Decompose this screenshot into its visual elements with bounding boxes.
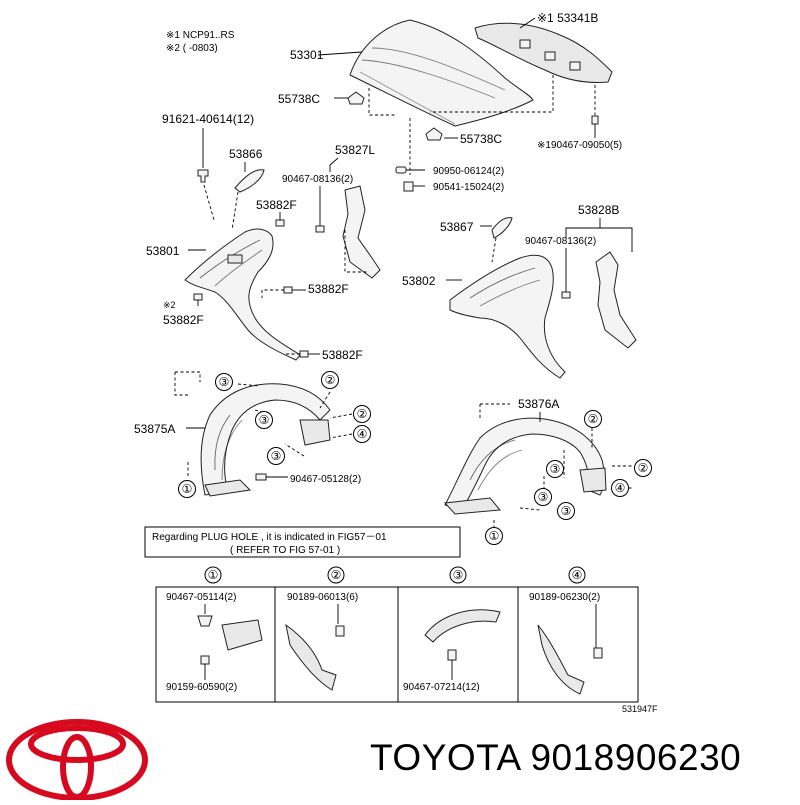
svg-text:②: ② <box>357 407 368 421</box>
label-90950: 90950-06124(2) <box>433 166 504 177</box>
note-mark-2: ※2 <box>163 300 176 310</box>
label-clip-55738c-right: 55738C <box>460 132 502 146</box>
label-53801: 53801 <box>146 244 180 258</box>
svg-text:②: ② <box>638 461 649 475</box>
liner-53876a-shape <box>443 417 607 515</box>
label-clip-55738c-left: 55738C <box>278 92 320 106</box>
detail-header-3: ③ <box>449 566 467 584</box>
callout-circle-2-a: ② <box>321 371 339 389</box>
label-53827l: 53827L <box>335 143 375 157</box>
insulator-clip-shape <box>591 115 599 125</box>
svg-text:②: ② <box>331 568 342 582</box>
part-53867-shape <box>491 217 513 239</box>
label-insulator-clip: ※190467-09050(5) <box>537 140 622 151</box>
svg-text:③: ③ <box>538 490 549 504</box>
label-hood-insulator: ※1 53341B <box>537 11 598 25</box>
clip-55738c-right-shape <box>425 127 443 141</box>
label-53882f-c: 53882F <box>163 313 204 327</box>
label-clip-05128: 90467-05128(2) <box>290 474 361 485</box>
figure-code: 531947F <box>622 704 658 714</box>
svg-text:①: ① <box>208 568 219 582</box>
label-53866: 53866 <box>229 147 263 161</box>
label-53876a: 53876A <box>518 397 559 411</box>
plug-note-line1: Regarding PLUG HOLE , it is indicated in… <box>152 532 387 543</box>
label-clip-08136-l: 90467-08136(2) <box>282 174 353 185</box>
label-53867: 53867 <box>440 220 474 234</box>
label-53882f-b: 53882F <box>308 282 349 296</box>
callout-circle-3-f: ③ <box>557 502 575 520</box>
detail-header-4: ④ <box>568 566 586 584</box>
callout-circle-2-d: ② <box>634 459 652 477</box>
label-53882f-a: 53882F <box>256 198 297 212</box>
callout-circle-4-a: ④ <box>353 425 371 443</box>
svg-text:①: ① <box>182 482 193 496</box>
svg-text:④: ④ <box>357 427 368 441</box>
label-bolt-91621: 91621-40614(12) <box>162 112 254 126</box>
plug-hole-note: Regarding PLUG HOLE , it is indicated in… <box>144 526 461 558</box>
fender-53802-shape <box>449 254 566 379</box>
callout-circle-3-e: ③ <box>534 488 552 506</box>
svg-text:③: ③ <box>219 375 230 389</box>
note-ncp91: ※1 NCP91..RS <box>166 30 235 41</box>
plug-note-line2: ( REFER TO FIG 57-01 ) <box>230 545 340 556</box>
svg-text:①: ① <box>489 529 500 543</box>
svg-text:②: ② <box>588 412 599 426</box>
label-clip-08136-r: 90467-08136(2) <box>525 236 596 247</box>
callout-circle-4-b: ④ <box>611 479 629 497</box>
detail-header-2: ② <box>327 566 345 584</box>
clip-53882f-a-shape <box>275 219 285 227</box>
label-hood: 53301 <box>290 48 324 62</box>
clip-08136-l-shape <box>315 225 325 233</box>
liner-53875a-shape <box>200 383 331 497</box>
svg-text:③: ③ <box>259 413 270 427</box>
svg-text:③: ③ <box>561 504 572 518</box>
svg-text:④: ④ <box>572 568 583 582</box>
bracket-53828b-shape <box>595 251 637 349</box>
fender-53801-shape <box>184 228 301 361</box>
brand-part-number: TOYOTA 9018906230 <box>370 737 742 778</box>
svg-text:②: ② <box>325 373 336 387</box>
label-53802: 53802 <box>402 274 436 288</box>
callout-circle-3-d: ③ <box>546 460 564 478</box>
bolt-91621-shape <box>197 169 209 183</box>
detail-header-1: ① <box>204 566 222 584</box>
svg-text:③: ③ <box>271 449 282 463</box>
detail-table: ① ② ③ ④ 90467-05114(2) 90159-60590(2) 90… <box>155 566 639 703</box>
bracket-53827l-shape <box>342 185 381 279</box>
detail-1-bottom: 90159-60590(2) <box>166 682 237 693</box>
callout-circle-3-a: ③ <box>215 373 233 391</box>
callout-circle-3-c: ③ <box>267 447 285 465</box>
callout-circle-1-a: ① <box>178 480 196 498</box>
toyota-logo <box>6 719 148 801</box>
svg-text:④: ④ <box>615 481 626 495</box>
svg-text:③: ③ <box>453 568 464 582</box>
callout-circle-3-b: ③ <box>255 411 273 429</box>
callout-circle-2-b: ② <box>353 405 371 423</box>
part-53866-shape <box>234 169 265 193</box>
hood-insulator-drawing <box>474 17 613 83</box>
detail-3-bottom: 90467-07214(12) <box>403 682 480 693</box>
label-53828b: 53828B <box>578 203 619 217</box>
label-53875a: 53875A <box>134 422 175 436</box>
detail-4-top: 90189-06230(2) <box>529 592 600 603</box>
label-53882f-d: 53882F <box>322 348 363 362</box>
detail-1-top: 90467-05114(2) <box>166 592 236 603</box>
callout-circle-1-b: ① <box>485 527 503 545</box>
label-90541: 90541-15024(2) <box>433 182 504 193</box>
svg-text:③: ③ <box>550 462 561 476</box>
detail-2-top: 90189-06013(6) <box>287 592 358 603</box>
callout-circle-2-c: ② <box>584 410 602 428</box>
hood-drawing <box>317 19 534 127</box>
clip-55738c-left-shape <box>347 91 365 105</box>
note-0803: ※2 ( -0803) <box>166 43 218 54</box>
